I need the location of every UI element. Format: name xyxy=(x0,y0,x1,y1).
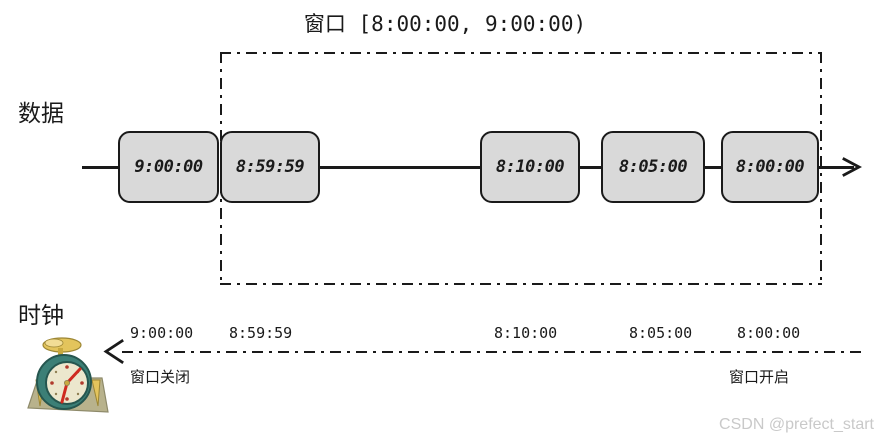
data-axis-segment xyxy=(82,166,120,169)
event-box[interactable]: 8:10:00 xyxy=(480,131,580,203)
data-axis-segment xyxy=(578,166,602,169)
clock-axis-line xyxy=(122,351,862,354)
window-rect-top-edge xyxy=(220,52,822,55)
clock-axis-label: 时钟 xyxy=(18,303,64,329)
event-box[interactable]: 8:05:00 xyxy=(601,131,705,203)
clock-tick-label: 8:59:59 xyxy=(229,324,293,342)
event-box[interactable]: 8:00:00 xyxy=(721,131,819,203)
window-close-label: 窗口关闭 xyxy=(130,368,191,386)
watermark-text: CSDN @prefect_start xyxy=(719,416,874,433)
event-box[interactable]: 9:00:00 xyxy=(118,131,219,203)
alarm-clock-icon xyxy=(27,337,109,413)
clock-tick-label: 8:10:00 xyxy=(494,324,558,342)
data-axis-segment xyxy=(318,166,482,169)
clock-tick-label: 8:05:00 xyxy=(629,324,693,342)
event-box[interactable]: 8:59:59 xyxy=(220,131,320,203)
window-open-label: 窗口开启 xyxy=(729,368,790,386)
window-title: 窗口 [8:00:00, 9:00:00) xyxy=(303,12,587,36)
data-axis-segment xyxy=(703,166,723,169)
clock-tick-label: 8:00:00 xyxy=(737,324,801,342)
arrow-right-icon xyxy=(842,157,862,177)
data-axis-label: 数据 xyxy=(18,101,64,127)
window-rect-bottom-edge xyxy=(220,283,822,286)
data-axis-segment xyxy=(816,166,854,169)
clock-tick-label: 9:00:00 xyxy=(130,324,194,342)
arrow-left-icon xyxy=(103,339,124,364)
